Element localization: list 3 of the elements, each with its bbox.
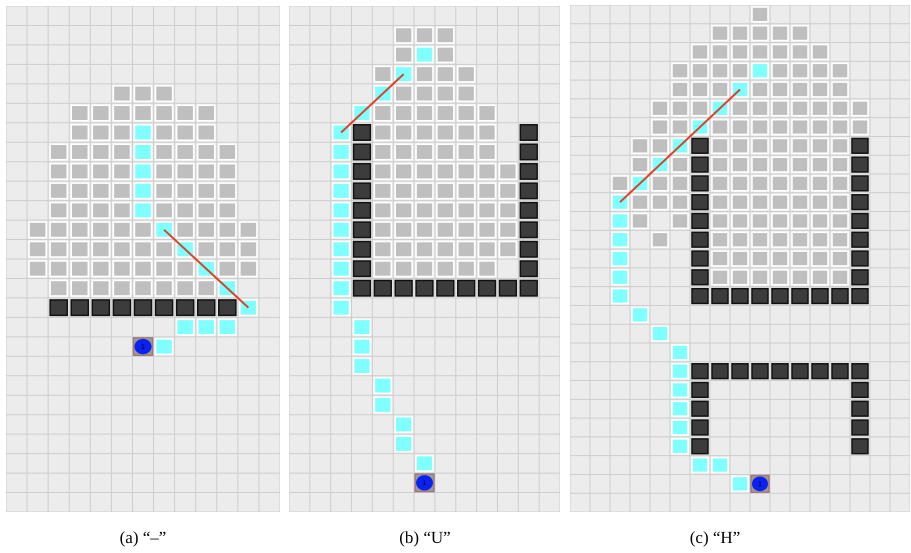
panel-caption: (c) “H”: [690, 528, 740, 548]
panel-caption: (b) “U”: [399, 528, 451, 548]
panel-caption: (a) “–”: [120, 528, 166, 548]
